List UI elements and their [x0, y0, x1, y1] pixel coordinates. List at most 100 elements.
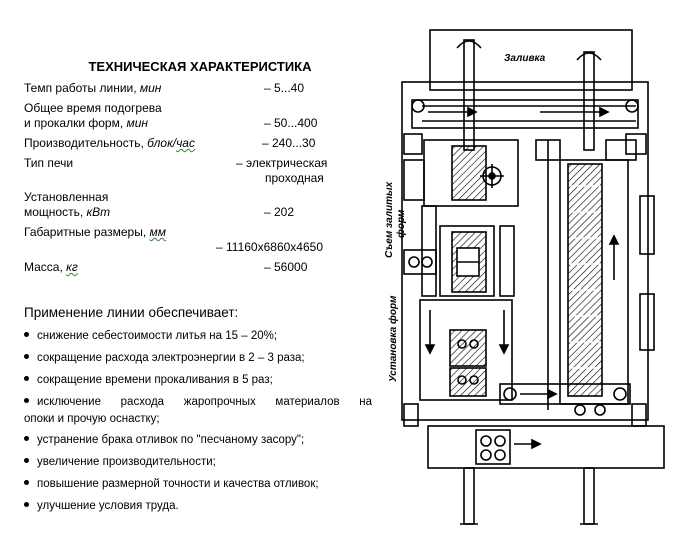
application-item: сокращение расхода электроэнергии в 2 – … — [24, 350, 372, 367]
spec-power-unit: кВт — [86, 205, 111, 219]
side-block — [631, 403, 647, 427]
hatched-block — [449, 367, 487, 397]
spec-mass-unit: кг — [66, 260, 78, 274]
spec-productivity-unit-b: час — [176, 136, 195, 150]
bottom-shaft-left — [463, 467, 475, 525]
bullet-icon — [24, 354, 29, 360]
bullet-icon — [24, 332, 29, 338]
side-block — [403, 159, 425, 201]
application-item: улучшение условия труда. — [24, 498, 372, 515]
left-column — [421, 205, 437, 297]
application-item: исключение расхода жаропрочных материало… — [24, 394, 372, 411]
spec-dimensions-value: – 11160х6860х4650 — [216, 240, 323, 254]
install-label: Установка форм — [387, 295, 399, 382]
spec-heating-label-line1: Общее время подогрева — [24, 101, 162, 115]
removal-label-line2: форм — [395, 209, 407, 238]
bottom-unit — [475, 429, 511, 465]
arrow-head — [599, 106, 610, 118]
form-dot — [469, 339, 479, 349]
pouring-label: Заливка — [504, 53, 546, 64]
removal-label-line1: Съем залитых — [384, 181, 395, 258]
upper-transfer-rail — [411, 99, 639, 129]
application-item: сокращение времени прокаливания в 5 раз; — [24, 372, 372, 389]
rail-wheel — [574, 404, 586, 416]
right-column — [499, 225, 515, 297]
rail-wheel — [503, 387, 517, 401]
spec-tempo-label: Темп работы линии, мин — [24, 81, 162, 95]
arrow-head — [547, 388, 558, 400]
main-frame — [401, 81, 649, 421]
arrow-head — [467, 106, 478, 118]
hatched-block — [449, 329, 487, 367]
bottom-shaft-right — [583, 467, 595, 525]
spec-tempo-unit: мин — [139, 81, 162, 95]
top-shaft-right — [583, 51, 595, 151]
page-title: ТЕХНИЧЕСКАЯ ХАРАКТЕРИСТИКА — [88, 59, 312, 74]
arrow-head — [608, 234, 620, 245]
form-dot — [469, 375, 479, 385]
spec-productivity-value: – 240...30 — [262, 136, 316, 150]
spec-power-label-line1: Установленная — [24, 190, 109, 204]
spec-power-label-line2: мощность, кВт — [24, 205, 111, 219]
spec-productivity-unit-a: блок/ — [147, 136, 177, 150]
spec-mass-label: Масса, кг — [24, 260, 78, 274]
right-fixture — [639, 195, 655, 255]
top-shaft-left-hook — [456, 40, 482, 49]
spec-mass-value: – 56000 — [264, 260, 308, 274]
application-item: снижение себестоимости литья на 15 – 20%… — [24, 328, 372, 345]
form-dot — [457, 375, 467, 385]
bullet-icon — [24, 398, 29, 404]
loading-area — [419, 299, 513, 401]
rail-wheel — [625, 99, 639, 113]
bullet-icon — [24, 376, 29, 382]
application-item-continuation: опоки и прочую оснастку; — [24, 413, 160, 425]
rail-wheel — [594, 404, 606, 416]
bottom-wheel — [494, 435, 506, 447]
furnace-hatched-core — [567, 163, 603, 397]
right-fixture — [639, 293, 655, 351]
bullet-icon — [24, 480, 29, 486]
application-item: повышение размерной точности и качества … — [24, 476, 372, 493]
lower-transfer-rail — [499, 383, 631, 405]
spec-heating-label-line2: и прокалки форм, мин — [24, 116, 149, 130]
applications-title: Применение линии обеспечивает: — [24, 305, 239, 320]
arrow-head — [424, 344, 436, 355]
side-block — [403, 133, 423, 155]
install-unit — [439, 225, 495, 297]
drive-wheel — [408, 256, 420, 268]
bottom-platform — [427, 425, 665, 469]
bullet-icon — [24, 436, 29, 442]
spec-productivity-label: Производительность, блок/час — [24, 136, 195, 150]
bottom-wheel — [494, 449, 506, 461]
furnace-top-cap — [605, 139, 637, 161]
bullet-icon — [24, 502, 29, 508]
drive-box — [403, 249, 437, 275]
pouring-station — [429, 29, 633, 91]
spec-heating-value: – 50...400 — [264, 116, 318, 130]
arrow-head — [531, 438, 542, 450]
spec-furnace-value-line2: проходная — [265, 171, 324, 185]
form-dot — [457, 339, 467, 349]
drive-wheel — [421, 256, 433, 268]
top-shaft-right-hook — [576, 52, 602, 61]
application-item: увеличение производительности; — [24, 454, 372, 471]
spec-tempo-value: – 5...40 — [264, 81, 305, 95]
arrow-head — [498, 344, 510, 355]
top-shaft-left — [463, 39, 475, 151]
casting-line-diagram: Заливка — [384, 29, 665, 525]
bottom-wheel — [480, 435, 492, 447]
application-item: устранение брака отливок по "песчаному з… — [24, 432, 372, 449]
spec-dimensions-unit: мм — [149, 225, 166, 239]
bottom-wheel — [480, 449, 492, 461]
spec-furnace-value-line1: – электрическая — [236, 156, 328, 170]
spec-heating-unit: мин — [126, 116, 149, 130]
spec-power-value: – 202 — [264, 205, 295, 219]
rail-wheel — [613, 387, 627, 401]
bullet-icon — [24, 458, 29, 464]
rail-wheel — [411, 99, 425, 113]
hatched-block — [451, 145, 487, 201]
spec-dimensions-label: Габаритные размеры, мм — [24, 225, 166, 239]
removal-unit — [423, 139, 519, 207]
side-block — [403, 403, 419, 427]
